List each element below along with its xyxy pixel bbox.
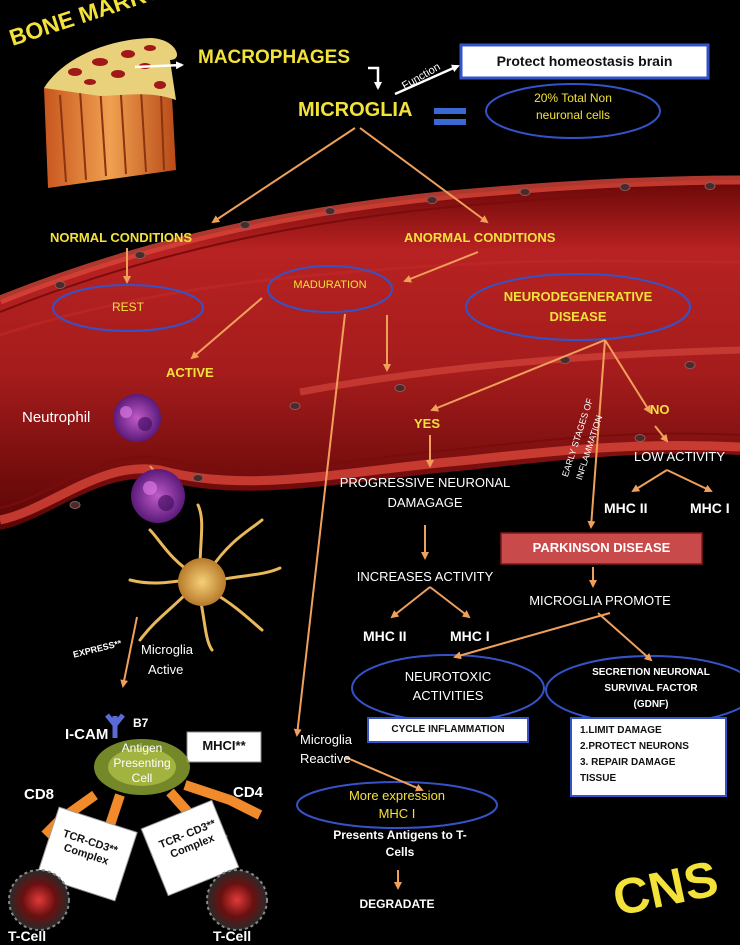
secretion-line-2: SURVIVAL FACTOR	[604, 683, 698, 694]
t-cells	[8, 869, 268, 931]
progressive-line-2: DAMAGAGE	[387, 495, 463, 510]
rest-ellipse	[52, 284, 204, 332]
cycle-box	[367, 717, 529, 743]
cd4-label: CD4	[233, 784, 264, 801]
blood-vessel	[0, 175, 740, 530]
neurotoxic-line-1: NEUROTOXIC	[404, 669, 492, 684]
secretion-line-3: (GDNF)	[633, 699, 669, 710]
white-arrows	[134, 61, 460, 96]
anormal-conditions-label: ANORMAL CONDITIONS	[404, 230, 556, 245]
neurodegenerative-line-2: DISEASE	[549, 309, 607, 324]
neurotoxic-line-2: ACTIVITIES	[412, 688, 484, 703]
apc-line-1: Antigen	[121, 741, 163, 755]
progressive-line-1: PROGRESSIVE NEURONAL	[339, 475, 511, 490]
more-expression-ellipse	[296, 781, 498, 829]
no-mhc1-label: MHC I	[690, 500, 730, 516]
no-label: NO	[650, 402, 670, 417]
gdnf-list-item: 1.LIMIT DAMAGE	[580, 725, 662, 736]
degradate-label: DEGRADATE	[359, 897, 435, 911]
yes-mhc2-label: MHC II	[363, 628, 407, 644]
tcell-right-label: T-Cell	[213, 928, 252, 944]
bone-marrow-image	[44, 38, 178, 188]
active-label: ACTIVE	[166, 365, 214, 380]
neutrophil-label: Neutrophil	[22, 409, 91, 426]
more-expression-line-1: More expression	[348, 788, 446, 803]
yes-label: YES	[414, 416, 441, 431]
rest-label: REST	[111, 300, 144, 314]
low-activity-label: LOW ACTIVITY	[634, 449, 726, 464]
equals-sign	[434, 108, 466, 125]
maduration-ellipse	[267, 265, 393, 313]
gdnf-list-item: TISSUE	[580, 773, 617, 784]
more-expression-line-2: MHC I	[378, 806, 416, 821]
presents-line-2: Cells	[385, 845, 415, 859]
increases-activity-label: INCREASES ACTIVITY	[356, 569, 494, 584]
microglia-reactive-line-1: Microglia	[300, 732, 353, 747]
protect-homeostasis-label: Protect homeostasis brain	[496, 53, 673, 69]
mhci-box	[186, 731, 262, 763]
tcell-left-label: T-Cell	[8, 928, 47, 944]
parkinson-title: PARKINSON DISEASE	[532, 540, 671, 555]
microglia-reactive-line-2: Reactive	[300, 751, 351, 766]
normal-conditions-label: NORMAL CONDITIONS	[50, 230, 193, 245]
icam-label: I-CAM	[65, 726, 109, 743]
maduration-label: MADURATION	[293, 279, 367, 291]
neutrophil-cells	[113, 394, 185, 523]
microglia-active-line-1: Microglia	[141, 642, 194, 657]
cycle-inflammation-label: CYCLE INFLAMMATION	[391, 724, 505, 735]
percent-ellipse	[485, 83, 661, 139]
cd8-label: CD8	[24, 786, 55, 803]
microglia-cell	[128, 503, 282, 652]
no-mhc2-label: MHC II	[604, 500, 648, 516]
parkinson-box	[500, 532, 703, 565]
orange-arrows	[120, 127, 713, 890]
yes-mhc1-label: MHC I	[450, 628, 490, 644]
microglia-active-line-2: Active	[148, 662, 184, 677]
neurodegenerative-line-1: NEURODEGENERATIVE	[503, 289, 653, 304]
b7-label: B7	[133, 716, 149, 730]
macrophages-label: MACROPHAGES	[198, 47, 351, 68]
presents-line-1: Presents Antigens to T-	[333, 828, 467, 842]
gdnf-list-item: 2.PROTECT NEURONS	[580, 741, 689, 752]
percent-line-1: 20% Total Non	[534, 91, 612, 105]
percent-line-2: neuronal cells	[535, 108, 611, 122]
apc-line-3: Cell	[131, 771, 153, 785]
gdnf-list-item: 3. REPAIR DAMAGE	[580, 757, 676, 768]
microglia-title: MICROGLIA	[298, 99, 413, 121]
tcr-cards	[36, 799, 240, 902]
gdnf-list-box	[570, 717, 727, 797]
homeostasis-box	[459, 43, 710, 80]
neurodegenerative-ellipse	[465, 273, 691, 341]
mhci-label: MHCI**	[202, 738, 246, 753]
secretion-line-1: SECRETION NEURONAL	[592, 667, 710, 678]
microglia-promote-label: MICROGLIA PROMOTE	[529, 593, 671, 608]
apc-line-2: Presenting	[113, 756, 171, 770]
